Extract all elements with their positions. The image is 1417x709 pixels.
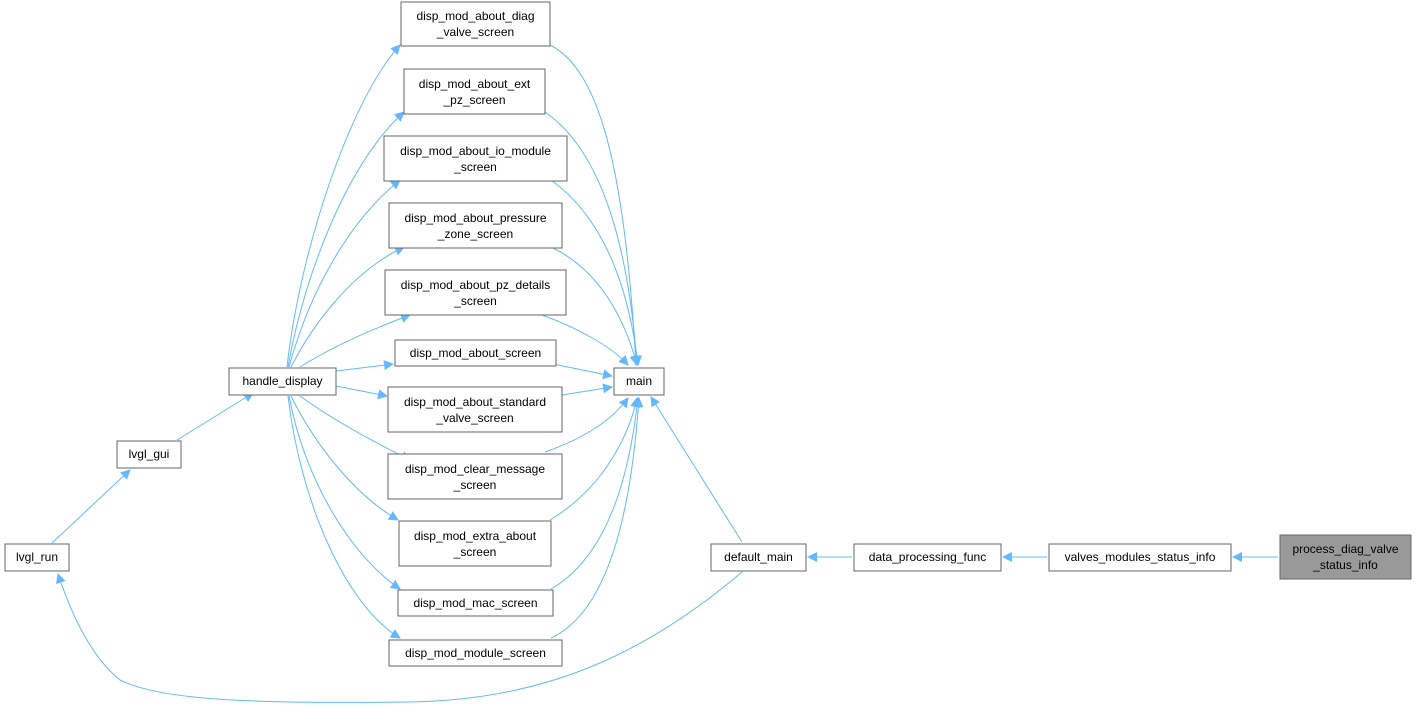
edge-hd-to-diag-valve (286, 44, 401, 368)
node-label-line-1: data_processing_func (869, 550, 986, 564)
node-valves-modules-status-info[interactable]: valves_modules_status_info (1048, 543, 1232, 572)
node-data-processing-func[interactable]: data_processing_func (853, 543, 1002, 572)
node-label-line-1: main (626, 374, 652, 388)
node-label-line-2: _screen (453, 545, 497, 559)
edge-diag-valve-to-main (549, 44, 641, 366)
node-label-line-2: _screen (453, 294, 497, 308)
node-disp-mod-about-diag-valve-screen[interactable]: disp_mod_about_diag _valve_screen (400, 1, 551, 47)
edge-lvgl-gui-to-handle-display (176, 392, 254, 441)
node-label-line-2: _screen (453, 478, 497, 492)
node-label-line-1: disp_mod_about_standard (404, 395, 546, 409)
node-label-line-1: disp_mod_about_screen (410, 346, 541, 360)
edge-default-main-to-main (650, 396, 743, 543)
node-label-line-1: lvgl_gui (129, 447, 170, 461)
node-disp-mod-extra-about-screen[interactable]: disp_mod_extra_about _screen (398, 520, 552, 567)
node-label-line-1: disp_mod_module_screen (405, 646, 546, 660)
node-label-line-1: process_diag_valve (1292, 542, 1398, 556)
node-disp-mod-clear-message-screen[interactable]: disp_mod_clear_message _screen (387, 453, 563, 500)
edge-hd-to-pz-details (299, 313, 411, 368)
edge-hd-to-pressure-zone (290, 246, 405, 368)
edge-clear-message-to-main (544, 397, 629, 453)
edge-default-main-to-lvgl-run (56, 571, 743, 703)
node-disp-mod-mac-screen[interactable]: disp_mod_mac_screen (397, 589, 554, 617)
edge-pressure-zone-to-main (550, 246, 640, 366)
edge-ext-pz-to-main (544, 111, 642, 366)
node-label-line-1: disp_mod_about_diag (416, 9, 534, 23)
node-lvgl-run[interactable]: lvgl_run (4, 543, 70, 572)
node-disp-mod-about-standard-valve-screen[interactable]: disp_mod_about_standard _valve_screen (387, 386, 563, 433)
node-label-line-2: _zone_screen (437, 227, 513, 241)
node-label-line-1: disp_mod_extra_about (414, 529, 537, 543)
node-label-line-1: lvgl_run (16, 550, 58, 564)
edge-hd-to-module-screen (287, 395, 401, 639)
node-label-line-1: disp_mod_about_pressure (404, 211, 546, 225)
node-disp-mod-about-screen[interactable]: disp_mod_about_screen (394, 339, 557, 367)
node-disp-mod-about-ext-pz-screen[interactable]: disp_mod_about_ext _pz_screen (403, 68, 546, 115)
edge-hd-to-mac-screen (288, 395, 401, 590)
edge-hd-to-ext-pz (287, 111, 405, 368)
node-label-line-1: default_main (724, 550, 793, 564)
nodes: disp_mod_about_diag _valve_screen disp_m… (4, 1, 1412, 667)
node-label-line-2: _status_info (1312, 558, 1378, 572)
node-process-diag-valve-status-info[interactable]: process_diag_valve _status_info (1279, 534, 1412, 580)
node-label-line-1: disp_mod_clear_message (405, 462, 545, 476)
node-label-line-1: disp_mod_about_ext (419, 77, 531, 91)
edge-extra-about-to-main (549, 397, 640, 521)
node-handle-display[interactable]: handle_display (228, 367, 337, 396)
edge-pz-details-to-main (541, 314, 629, 366)
edge-mac-screen-to-main (550, 397, 642, 590)
node-disp-mod-module-screen[interactable]: disp_mod_module_screen (388, 639, 563, 667)
node-lvgl-gui[interactable]: lvgl_gui (116, 440, 182, 469)
node-label-line-2: _pz_screen (442, 93, 505, 107)
edge-io-module-to-main (550, 179, 642, 366)
edge-about-screen-to-main (552, 363, 613, 380)
node-label-line-1: disp_mod_about_pz_details (401, 278, 550, 292)
node-label-line-2: _valve_screen (436, 25, 514, 39)
edges (51, 44, 1278, 703)
edge-module-screen-to-main (550, 397, 644, 639)
edge-standard-valve-to-main (561, 383, 613, 396)
node-disp-mod-about-pz-details-screen[interactable]: disp_mod_about_pz_details _screen (384, 269, 567, 316)
node-disp-mod-about-pressure-zone-screen[interactable]: disp_mod_about_pressure _zone_screen (388, 202, 563, 249)
node-default-main[interactable]: default_main (710, 543, 807, 572)
edge-hd-to-clear-message (299, 395, 411, 461)
node-label-line-2: _screen (453, 160, 497, 174)
node-disp-mod-about-io-module-screen[interactable]: disp_mod_about_io_module _screen (383, 135, 568, 182)
node-label-line-1: valves_modules_status_info (1065, 550, 1216, 564)
edge-hd-to-standard-valve (335, 385, 388, 400)
node-main[interactable]: main (613, 367, 665, 396)
node-label-line-1: disp_mod_about_io_module (400, 144, 551, 158)
node-label-line-1: handle_display (242, 374, 322, 388)
edge-hd-to-extra-about (290, 395, 399, 521)
edge-lvgl-run-to-lvgl-gui (51, 469, 131, 544)
node-label-line-2: _valve_screen (435, 411, 513, 425)
edge-hd-to-about-screen (335, 360, 394, 372)
node-label-line-1: disp_mod_mac_screen (413, 596, 537, 610)
edge-hd-to-io-module (288, 179, 401, 368)
